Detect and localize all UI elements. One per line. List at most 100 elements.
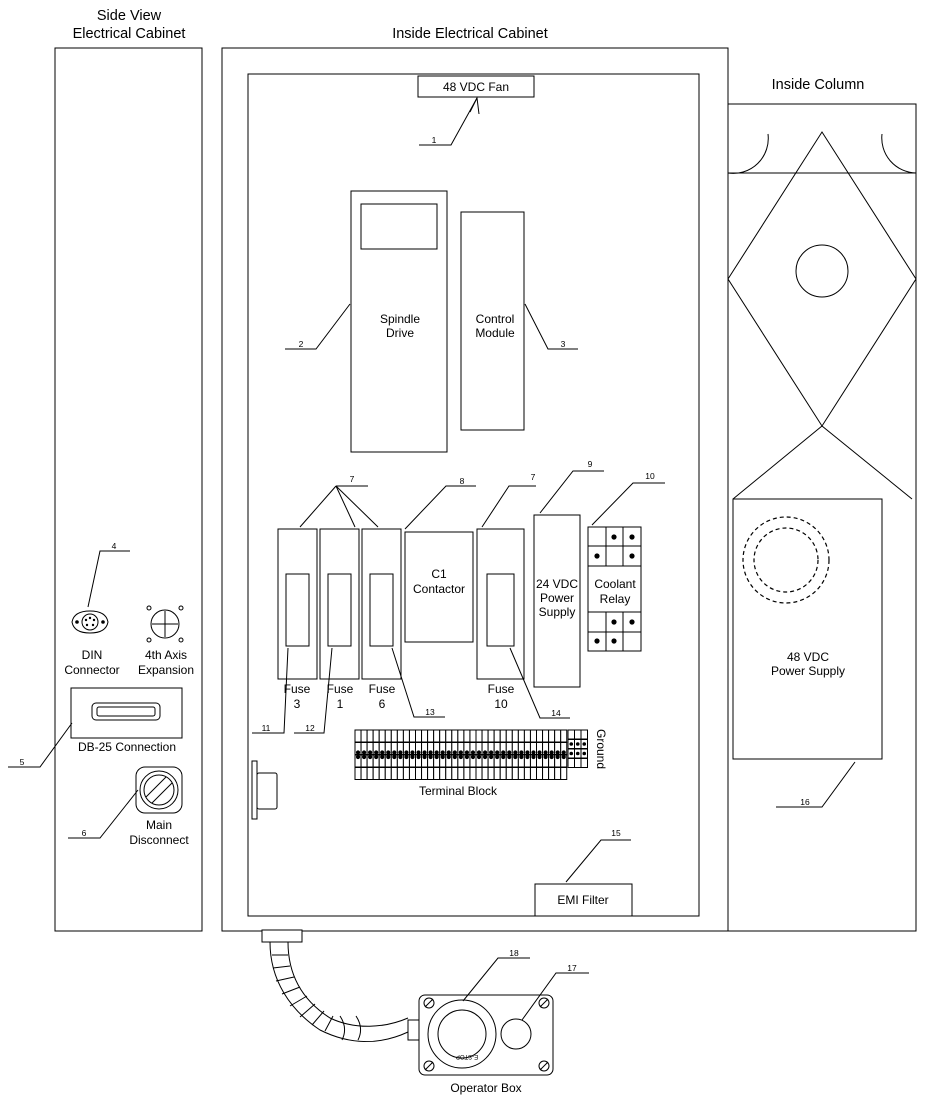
emi-filter-label: EMI Filter: [557, 893, 608, 907]
spindle-drive-label-2: Drive: [386, 326, 414, 340]
terminal-cell: [529, 729, 538, 743]
terminal-cell: [511, 767, 519, 780]
terminal-screw: [501, 754, 506, 760]
main-disconnect-label-1: Main: [146, 818, 172, 832]
terminal-cell: [378, 767, 386, 780]
terminal-cell: [457, 767, 465, 780]
terminal-cell: [445, 729, 453, 743]
terminal-screw: [549, 754, 554, 760]
control-module: [460, 211, 525, 431]
terminal-cell: [481, 729, 489, 743]
ps24-label-2: Power: [540, 591, 574, 605]
terminal-cell: [451, 729, 459, 743]
terminal-screw: [531, 754, 536, 760]
terminal-cell: [445, 767, 453, 780]
terminal-cell: [463, 729, 471, 743]
inside-column-title: Inside Column: [772, 77, 865, 93]
terminal-screw: [361, 750, 367, 755]
coolant-relay: [587, 526, 642, 652]
ground-terminal-cell: [574, 758, 582, 768]
terminal-screw: [495, 754, 500, 760]
callout-2: 2: [299, 339, 304, 349]
terminal-cell: [439, 767, 447, 780]
fuse1-label-2: 1: [337, 697, 344, 711]
terminal-cell: [493, 767, 501, 780]
fuse3-label-1: Fuse: [284, 682, 311, 696]
main-disconnect-icon: [135, 766, 183, 814]
terminal-cell: [548, 767, 556, 780]
terminal-cell: [427, 767, 435, 780]
terminal-cell: [542, 729, 550, 743]
door-latch: [251, 760, 278, 820]
terminal-screw: [537, 754, 542, 760]
ground-terminal-screw: [569, 742, 574, 746]
terminal-screw: [531, 750, 536, 755]
fan-outline-outer: [742, 516, 830, 604]
callout-11: 11: [262, 723, 271, 733]
terminal-screw: [446, 750, 451, 755]
terminal-cell: [542, 767, 550, 780]
terminal-screw: [380, 754, 385, 760]
control-module-label-1: Control: [476, 312, 515, 326]
terminal-cell: [451, 767, 459, 780]
terminal-cell: [378, 729, 386, 743]
terminal-screw: [422, 750, 427, 755]
terminal-cell: [354, 729, 362, 743]
terminal-cell: [366, 729, 374, 743]
db25-connector-icon: [91, 702, 161, 721]
fuse1-label-1: Fuse: [327, 682, 354, 696]
terminal-screw: [525, 750, 530, 755]
terminal-cell: [433, 729, 441, 743]
ps48-label-1: 48 VDC: [787, 650, 829, 664]
coolant-relay-label-2: Relay: [600, 592, 631, 606]
terminal-cell: [481, 767, 489, 780]
terminal-cell: [463, 767, 471, 780]
callout-3: 3: [561, 339, 566, 349]
fan-outline-inner: [753, 527, 819, 593]
terminal-cell: [390, 729, 398, 743]
terminal-screw: [543, 754, 548, 760]
fuse-10: [476, 528, 525, 680]
terminal-cell: [523, 729, 531, 743]
ps-24vdc: [533, 514, 581, 688]
terminal-screw: [446, 754, 451, 760]
terminal-cell: [511, 729, 519, 743]
callout-6: 6: [82, 828, 87, 838]
fan-box: [417, 75, 535, 98]
callout-12: 12: [305, 723, 315, 733]
terminal-cell: [415, 767, 423, 780]
terminal-screw: [452, 750, 457, 755]
indicator-light: [500, 1018, 532, 1050]
terminal-cell: [560, 729, 568, 743]
terminal-cell: [421, 729, 429, 743]
fuse3-label-2: 3: [294, 697, 301, 711]
terminal-cell: [372, 767, 380, 780]
terminal-cell: [372, 729, 380, 743]
ps48-label-2: Power Supply: [771, 664, 845, 678]
estop-text: E-STOP: [456, 1053, 478, 1059]
terminal-screw: [495, 750, 500, 755]
callout-13: 13: [425, 707, 435, 717]
ground-terminal-screw: [575, 742, 580, 746]
terminal-screw: [434, 754, 439, 760]
control-module-label-2: Module: [475, 326, 515, 340]
ground-terminal-cell: [567, 758, 575, 768]
terminal-cell: [560, 767, 568, 780]
contactor-label-2: Contactor: [413, 582, 465, 596]
terminal-cell: [548, 729, 556, 743]
terminal-cell: [529, 767, 538, 780]
terminal-cell: [536, 767, 544, 780]
terminal-cell: [517, 729, 525, 743]
screw-icon: [423, 997, 435, 1009]
terminal-screw: [513, 754, 518, 760]
terminal-screw: [368, 754, 373, 760]
terminal-screw: [543, 750, 548, 755]
din-connector-label-1: DIN: [82, 648, 103, 662]
db25-label: DB-25 Connection: [78, 740, 176, 754]
coolant-relay-label-1: Coolant: [594, 577, 636, 591]
terminal-screw: [404, 750, 409, 755]
terminal-screw: [374, 750, 379, 755]
terminal-screw: [434, 750, 439, 755]
side-view-title-line1: Side View: [97, 8, 162, 24]
terminal-cell: [505, 729, 513, 743]
